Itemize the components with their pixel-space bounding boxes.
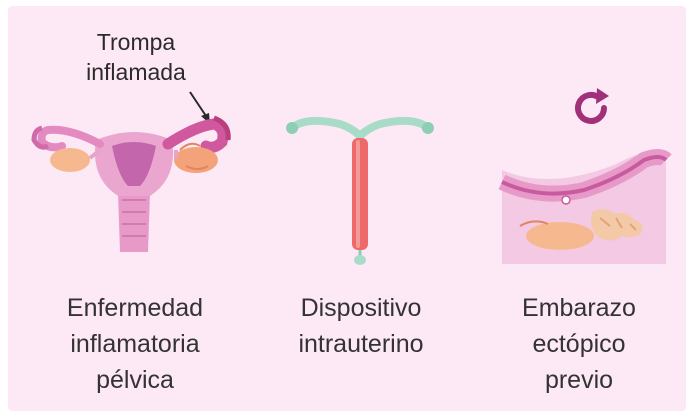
label-line: inflamatoria [70, 330, 200, 358]
label-previous-ectopic-pregnancy: Embarazo ectópico previo [474, 290, 684, 398]
label-line: Enfermedad [66, 294, 204, 322]
callout-label: Trompa inflamada [66, 27, 206, 87]
label-line: Dispositivo [300, 294, 422, 322]
iud-icon [286, 116, 434, 265]
callout-line-2: inflamada [86, 59, 186, 85]
label-line: pélvica [96, 366, 174, 394]
callout-arrow [189, 91, 210, 124]
uterus-icon [31, 115, 231, 252]
recurrence-arrow-icon [575, 88, 609, 124]
label-line: previo [544, 366, 614, 394]
label-line: intrauterino [298, 330, 424, 358]
label-pelvic-inflammatory-disease: Enfermedad inflamatoria pélvica [30, 290, 240, 398]
label-line: ectópico [532, 330, 626, 358]
fallopian-tube-icon [498, 149, 672, 264]
callout-line-1: Trompa [96, 29, 176, 55]
label-line: Embarazo [522, 294, 636, 322]
label-intrauterine-device: Dispositivo intrauterino [256, 290, 466, 362]
